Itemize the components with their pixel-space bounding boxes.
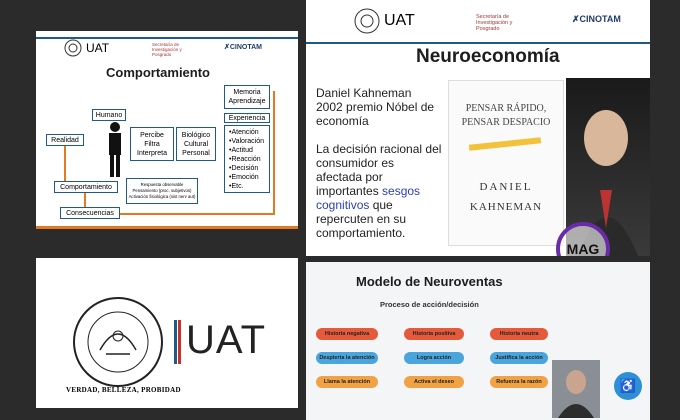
arrow-realidad [64, 146, 66, 181]
uat-label: UAT [86, 41, 110, 55]
pill-historia-negativa: Historia negativa [316, 328, 378, 340]
person-icon [109, 122, 121, 177]
slide-neuroeconomia: UAT Secretaría de Investigación y Posgra… [306, 0, 650, 256]
kahneman-text: Daniel Kahneman 2002 premio Nóbel de eco… [316, 86, 435, 128]
seal-icon [354, 8, 380, 34]
slide-neuroventas: Modelo de Neuroventas Proceso de acción/… [306, 262, 650, 420]
box-humano: Humano [92, 109, 126, 121]
pencil-icon [468, 137, 542, 151]
box-realidad: Realidad [46, 134, 84, 146]
webcam-video [552, 360, 600, 418]
pill-llama: Llama la atención [316, 376, 378, 388]
uat-logo: UAT [64, 39, 109, 57]
box-list: •Atención•Valoración•Actitud•Reacción•De… [224, 125, 270, 193]
pill-despierta: Despierta la atención [316, 352, 378, 364]
pill-refuerza: Refuerza la razón [490, 376, 548, 388]
decision-text: La decisión racional del consumidor es a… [316, 142, 442, 240]
seal-icon [64, 39, 82, 57]
uat-bar-icon [174, 320, 177, 364]
motto: VERDAD, BELLEZA, PROBIDAD [66, 386, 181, 394]
cinotam-logo: ✗CINOTAM [224, 44, 263, 51]
accessibility-icon[interactable]: ♿ [614, 372, 642, 400]
slide-title: Comportamiento [106, 65, 210, 80]
arrow-feedback [120, 213, 274, 215]
slide-subtitle: Proceso de acción/decisión [380, 300, 479, 309]
secretaria-logo: Secretaría de Investigación y Posgrado [152, 42, 182, 57]
slide-uat-logo: VERDAD, BELLEZA, PROBIDAD UAT [36, 258, 298, 408]
uat-logo-tr: UAT [354, 8, 415, 34]
pill-historia-positiva: Historia positiva [404, 328, 464, 340]
presenter-icon [558, 370, 594, 418]
cinotam-logo: ✗CINOTAM [572, 14, 621, 24]
box-consecuencias: Consecuencias [60, 207, 120, 219]
book-cover: PENSAR RÁPIDO, PENSAR DESPACIO DANIEL KA… [448, 80, 564, 246]
arrow-feedback-up [273, 91, 275, 215]
arrow-comp [84, 193, 86, 207]
uat-label: UAT [384, 12, 415, 29]
header-bar [306, 42, 650, 44]
university-seal-icon [73, 297, 163, 387]
secretaria-logo: Secretaría de Investigación y Posgrado [476, 14, 513, 32]
box-comportamiento: Comportamiento [54, 181, 118, 193]
uat-bar-red-icon [178, 320, 181, 364]
mag-badge: MAG [556, 222, 610, 256]
pill-historia-neutra: Historia neutra [490, 328, 548, 340]
slide-title: Modelo de Neuroventas [356, 274, 503, 289]
slide-comportamiento: UAT Secretaría de Investigación y Posgra… [36, 31, 298, 229]
box-experiencia: Experiencia [224, 113, 270, 123]
pill-justifica: Justifica la acción [490, 352, 548, 364]
pill-activa: Activa el deseo [404, 376, 464, 388]
footer-bar [36, 226, 298, 229]
pill-logra: Logra acción [404, 352, 464, 364]
header-bar [36, 37, 298, 39]
slide-title: Neuroeconomía [416, 46, 560, 67]
uat-wordmark: UAT [186, 318, 267, 362]
